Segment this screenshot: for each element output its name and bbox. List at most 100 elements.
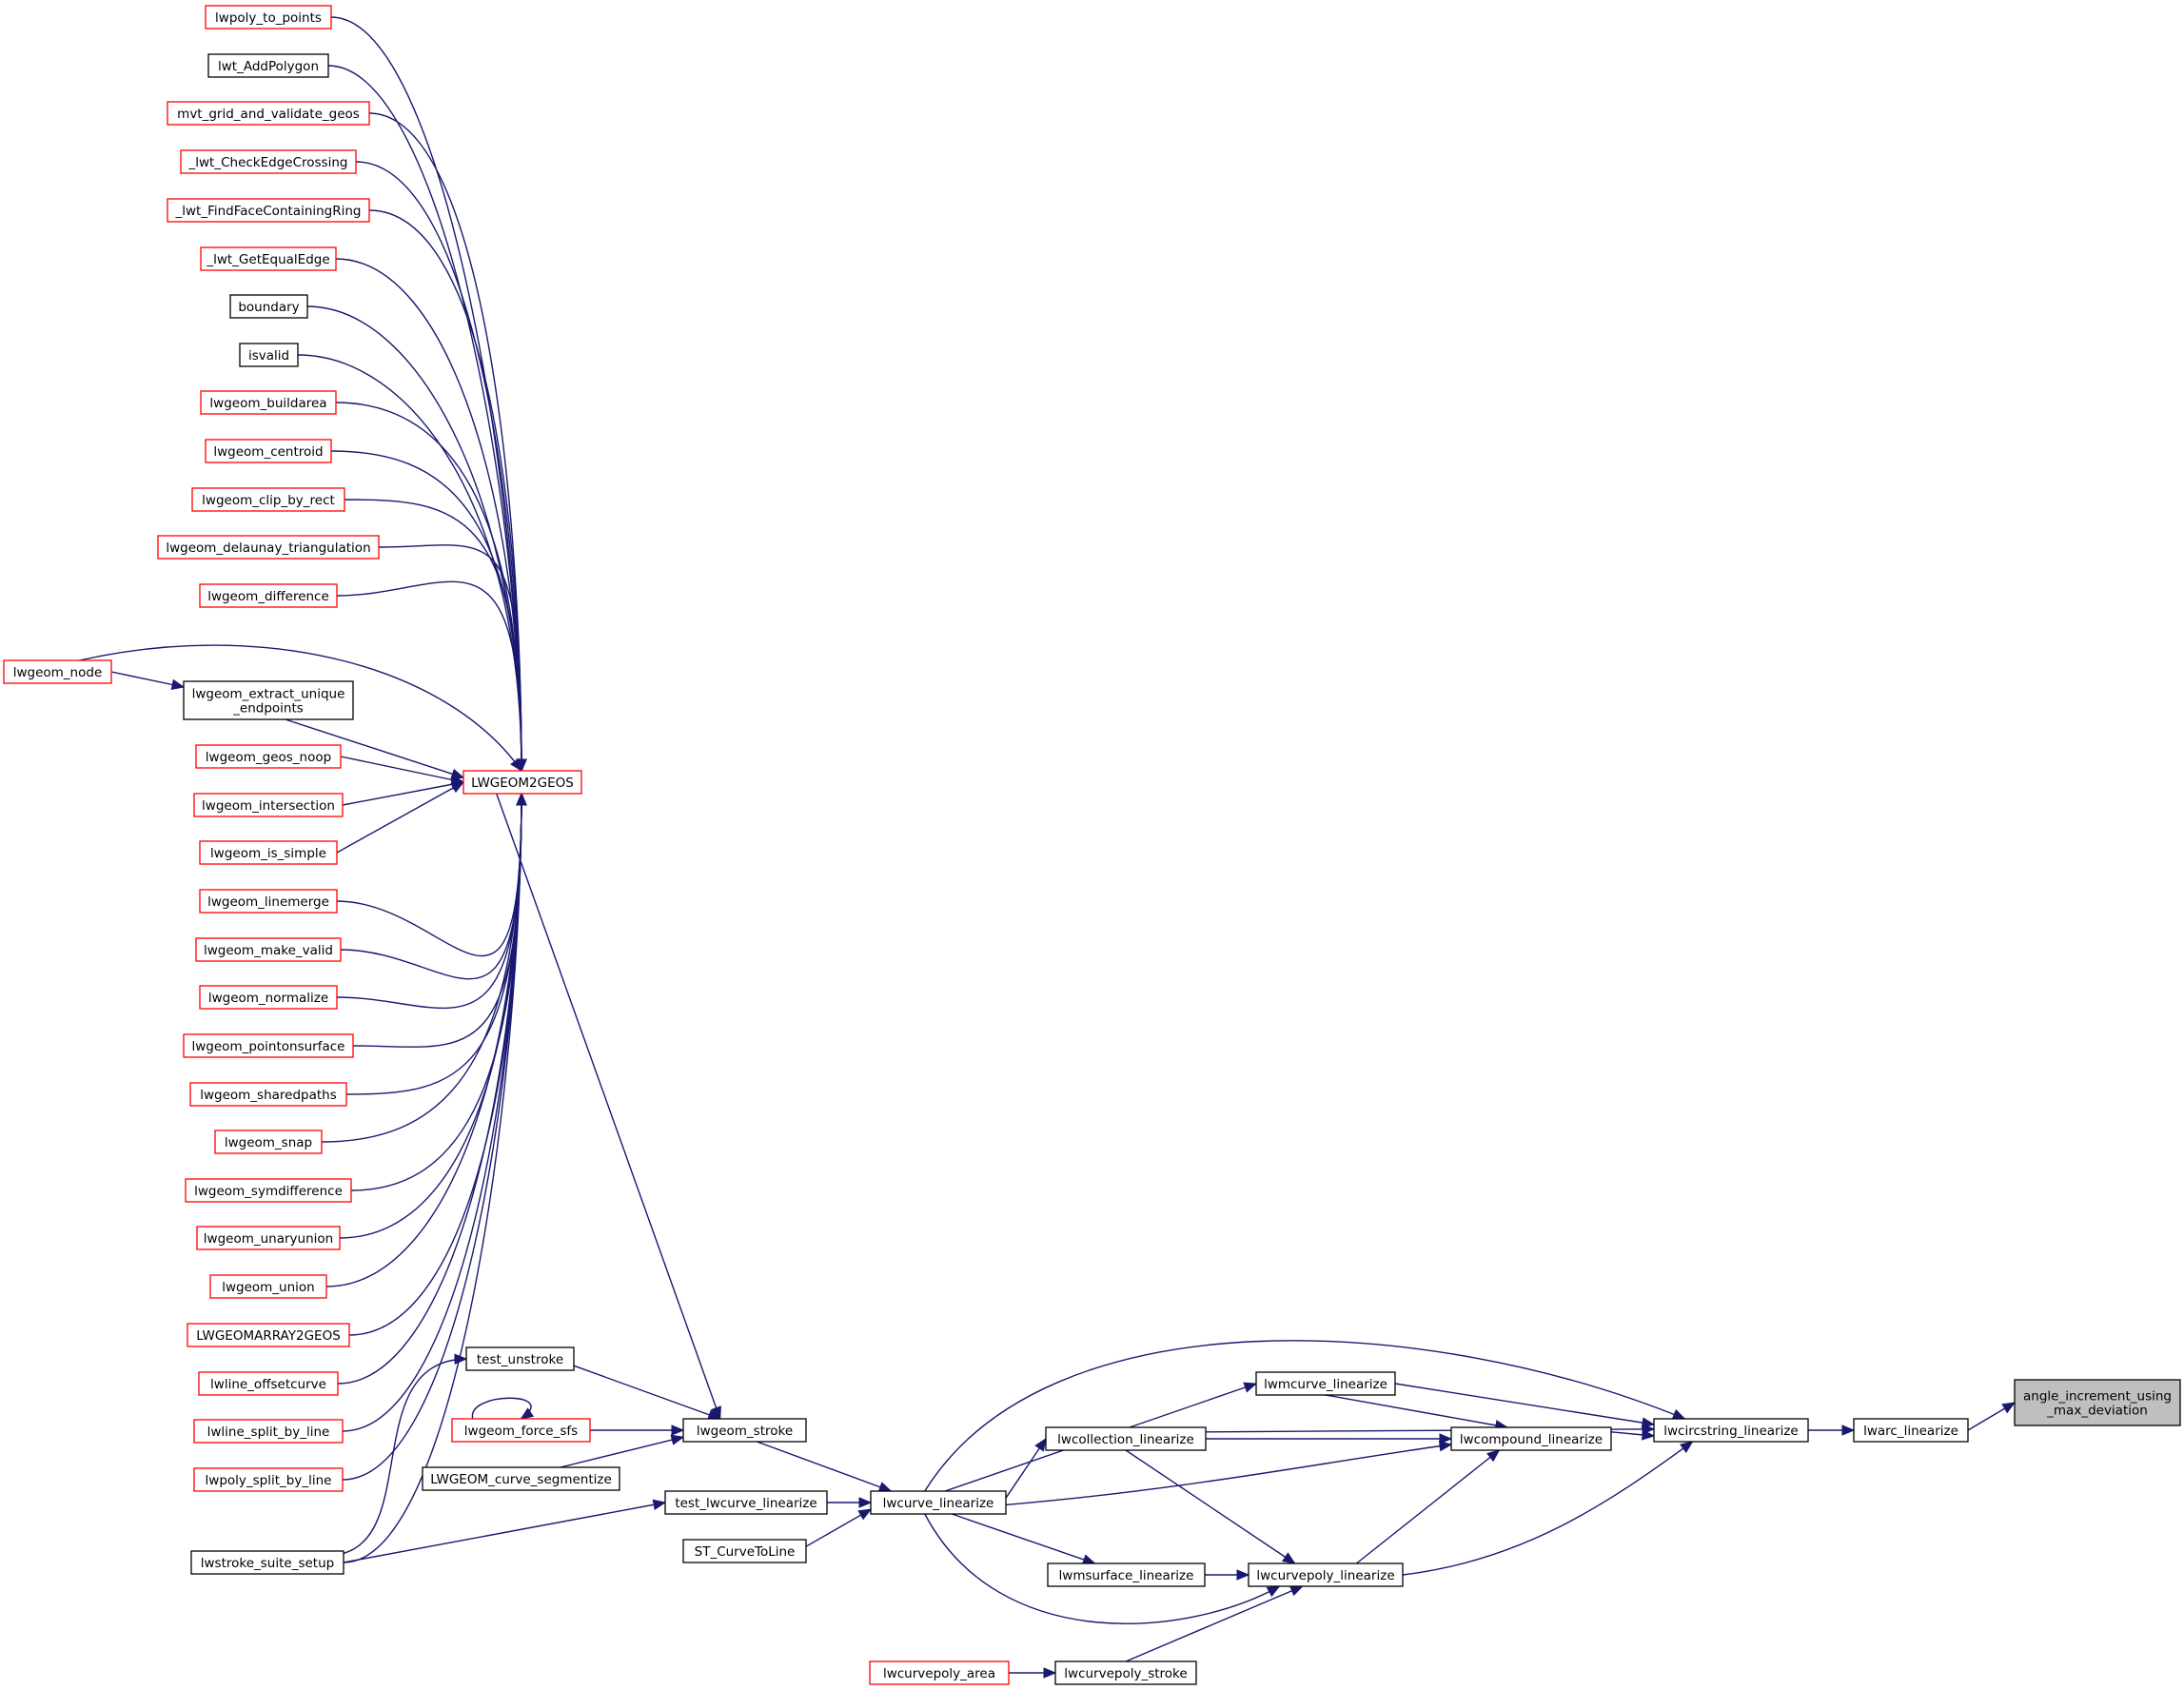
node-box: [239, 343, 299, 367]
node-lwt-addpolygon[interactable]: lwt_AddPolygon: [207, 53, 329, 78]
node-label: _lwt_GetEqualEdge: [206, 252, 329, 267]
edge-lwgeom_centroid-to-lwgeom2geos: [330, 450, 527, 773]
node-lwpoly-to-points[interactable]: lwpoly_to_points: [205, 5, 332, 29]
node-box: [3, 659, 112, 684]
node-lwgeom-snap[interactable]: lwgeom_snap: [214, 1130, 323, 1154]
edge-test_lwcurve_linearize-to-lwcurve_linearize: [827, 1497, 873, 1508]
node-mvt-grid[interactable]: mvt_grid_and_validate_geos: [167, 101, 370, 126]
node-box: [199, 840, 338, 865]
node-box: [451, 1418, 591, 1443]
node-lwt-findface[interactable]: _lwt_FindFaceContainingRing: [167, 198, 370, 223]
node-lwcollection-linearize[interactable]: lwcollection_linearize: [1045, 1426, 1207, 1451]
node-label: lwgeom_sharedpaths: [200, 1088, 337, 1103]
node-lwt-checkedgecrossing[interactable]: _lwt_CheckEdgeCrossing: [180, 149, 357, 174]
node-lwgeom-extract[interactable]: lwgeom_extract_unique_endpoints: [183, 680, 354, 720]
node-test-lwcurve-linearize[interactable]: test_lwcurve_linearize: [664, 1490, 828, 1515]
node-lwline-offsetcurve[interactable]: lwline_offsetcurve: [198, 1371, 339, 1396]
node-lwcircstring-linearize[interactable]: lwcircstring_linearize: [1653, 1418, 1809, 1443]
node-box: [196, 1226, 341, 1250]
node-lwgeom-centroid[interactable]: lwgeom_centroid: [205, 439, 332, 463]
node-lwgeom-buildarea[interactable]: lwgeom_buildarea: [200, 390, 337, 415]
node-lwline-split-by-line[interactable]: lwline_split_by_line: [193, 1419, 344, 1444]
node-box: [199, 583, 338, 608]
node-lwgeom-linemerge[interactable]: lwgeom_linemerge: [199, 889, 338, 914]
node-label: lwt_AddPolygon: [218, 59, 319, 74]
edge-suite-to-unstroke: [343, 1353, 468, 1555]
node-label: lwmsurface_linearize: [1059, 1568, 1194, 1583]
node-label: lwarc_linearize: [1863, 1424, 1958, 1439]
node-lwgeom-is-simple[interactable]: lwgeom_is_simple: [199, 840, 338, 865]
node-lwt-getequaledge[interactable]: _lwt_GetEqualEdge: [200, 246, 337, 271]
node-box: [190, 1550, 344, 1575]
edge-lwcircstring_linearize-to-lwarc_linearize: [1808, 1425, 1856, 1436]
node-label: lwgeom_unaryunion: [204, 1231, 333, 1247]
node-lwmcurve-linearize[interactable]: lwmcurve_linearize: [1255, 1371, 1396, 1396]
node-lwgeom-pointonsurface[interactable]: lwgeom_pointonsurface: [183, 1033, 354, 1058]
node-box: [2014, 1379, 2181, 1426]
node-lwcurvepoly-linearize[interactable]: lwcurvepoly_linearize: [1248, 1562, 1404, 1587]
node-boundary[interactable]: boundary: [229, 294, 308, 319]
node-box: [200, 246, 337, 271]
edge-lwgeom_geos_noop-to-lwgeom2geos: [340, 756, 465, 786]
edge-lwmcurve_linearize-to-lwcircstring_linearize: [1394, 1383, 1656, 1428]
edge-lwgeom_delaunay-to-lwgeom2geos: [378, 544, 527, 773]
node-lwmsurface-linearize[interactable]: lwmsurface_linearize: [1047, 1562, 1206, 1587]
edge-lwgeomarray2geos-to-lwgeom2geos: [348, 792, 527, 1336]
node-lwarc-linearize[interactable]: lwarc_linearize: [1853, 1418, 1969, 1443]
node-box: [195, 937, 342, 962]
node-label: _lwt_CheckEdgeCrossing: [188, 155, 348, 170]
node-label: lwline_split_by_line: [207, 1425, 330, 1440]
node-lwgeomarray2geos[interactable]: LWGEOMARRAY2GEOS: [187, 1323, 350, 1347]
node-label: lwstroke_suite_setup: [201, 1556, 334, 1571]
node-lwgeom-union[interactable]: lwgeom_union: [209, 1274, 327, 1299]
node-lwgeom-unaryunion[interactable]: lwgeom_unaryunion: [196, 1226, 341, 1250]
node-lwgeom-intersection[interactable]: lwgeom_intersection: [193, 793, 344, 817]
node-label: isvalid: [248, 348, 289, 364]
node-lwgeom-delaunay[interactable]: lwgeom_delaunay_triangulation: [157, 535, 380, 560]
node-box: [1450, 1426, 1612, 1451]
node-box: [682, 1418, 807, 1443]
node-isvalid[interactable]: isvalid: [239, 343, 299, 367]
node-lwcompound-linearize[interactable]: lwcompound_linearize: [1450, 1426, 1612, 1451]
node-lwgeom-force-sfs[interactable]: lwgeom_force_sfs: [451, 1418, 591, 1443]
node-lwgeom-sharedpaths[interactable]: lwgeom_sharedpaths: [189, 1082, 347, 1107]
node-lwgeom-make-valid[interactable]: lwgeom_make_valid: [195, 937, 342, 962]
node-lwgeom-symdifference[interactable]: lwgeom_symdifference: [185, 1178, 352, 1203]
node-lwstroke-suite-setup[interactable]: lwstroke_suite_setup: [190, 1550, 344, 1575]
node-lwgeom-node[interactable]: lwgeom_node: [3, 659, 112, 684]
node-lwgeom2geos[interactable]: LWGEOM2GEOS: [462, 770, 582, 795]
node-angle-increment[interactable]: angle_increment_using_max_deviation: [2014, 1379, 2181, 1426]
node-label: lwgeom_clip_by_rect: [202, 493, 335, 508]
node-label: lwgeom_buildarea: [209, 396, 326, 411]
node-lwcurvepoly-area[interactable]: lwcurvepoly_area: [869, 1661, 1010, 1685]
node-label: LWGEOM_curve_segmentize: [430, 1472, 612, 1487]
node-lwgeom-difference[interactable]: lwgeom_difference: [199, 583, 338, 608]
node-lwgeom-clip-by-rect[interactable]: lwgeom_clip_by_rect: [191, 487, 345, 512]
node-label: lwgeom_force_sfs: [464, 1424, 578, 1439]
node-label: lwgeom_normalize: [208, 991, 328, 1006]
node-box: [167, 198, 370, 223]
node-box: [191, 487, 345, 512]
node-lwpoly-split-by-line[interactable]: lwpoly_split_by_line: [193, 1467, 344, 1492]
node-lwcurvepoly-stroke[interactable]: lwcurvepoly_stroke: [1054, 1661, 1197, 1685]
node-label: lwgeom_intersection: [202, 798, 335, 814]
node-label: lwgeom_stroke: [697, 1424, 793, 1439]
node-lwgeom-geos-noop[interactable]: lwgeom_geos_noop: [195, 744, 342, 769]
node-box: [205, 5, 332, 29]
node-label: lwline_offsetcurve: [210, 1377, 326, 1392]
node-label: lwgeom_node: [13, 665, 103, 680]
node-st-curvetoline[interactable]: ST_CurveToLine: [682, 1539, 807, 1563]
node-box: [157, 535, 380, 560]
node-test-unstroke[interactable]: test_unstroke: [465, 1346, 575, 1371]
edge-lwt_checkedgecrossing-to-lwgeom2geos: [355, 161, 527, 773]
edge-lwgeom_stroke-to-lwcurve_linearize: [757, 1441, 893, 1493]
node-lwgeom-stroke[interactable]: lwgeom_stroke: [682, 1418, 807, 1443]
edge-lwcurve_linearize-to-lwmsurface_linearize: [951, 1513, 1096, 1565]
edge-lwcollection_linearize-to-lwcompound_linearize: [1206, 1433, 1453, 1444]
edge-curve-to-circstring: [924, 1340, 1686, 1492]
node-label: _lwt_FindFaceContainingRing: [174, 204, 361, 219]
node-lwcurve-linearize[interactable]: lwcurve_linearize: [870, 1490, 1007, 1515]
node-box: [183, 1033, 354, 1058]
node-lwgeom-normalize[interactable]: lwgeom_normalize: [199, 985, 338, 1010]
node-lwgeom-curve-segmentize[interactable]: LWGEOM_curve_segmentize: [422, 1466, 620, 1491]
